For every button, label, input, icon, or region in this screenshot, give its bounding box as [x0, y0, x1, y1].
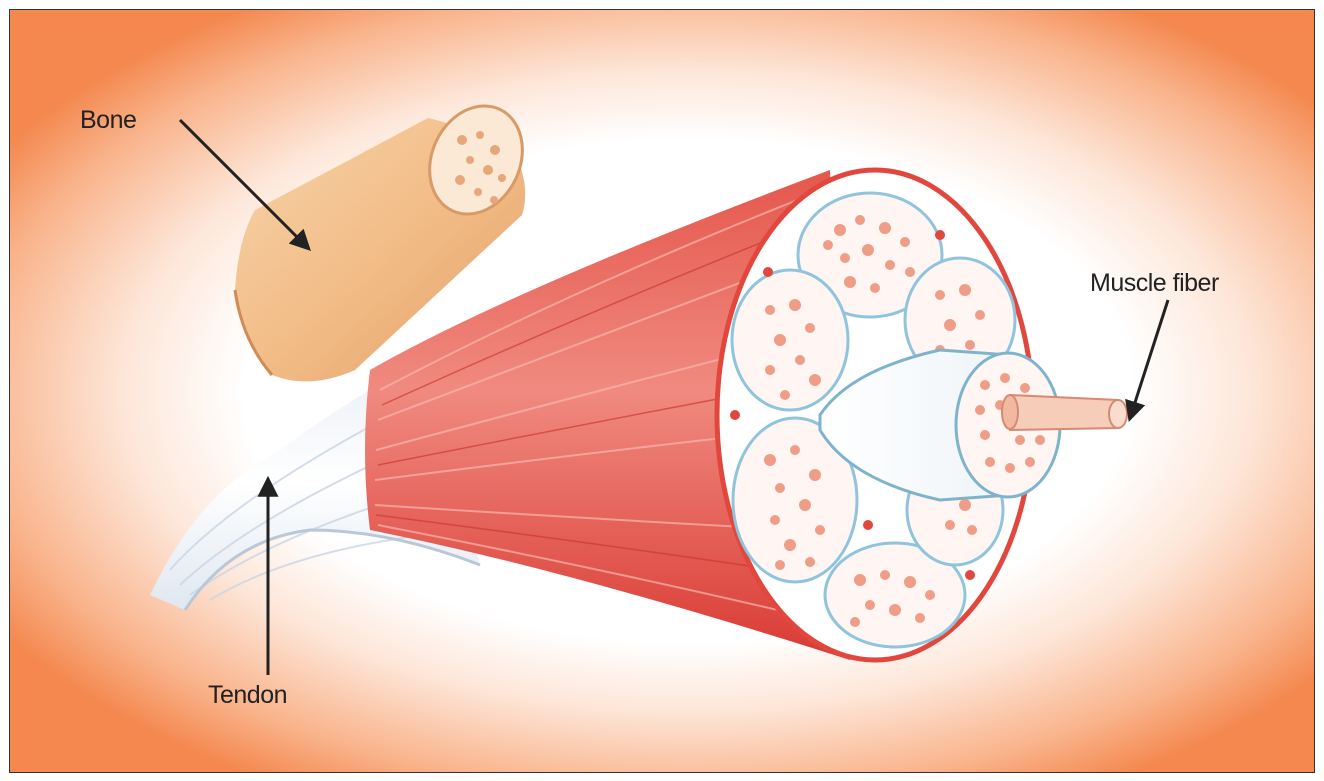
muscle-fiber [1002, 395, 1127, 430]
label-bone: Bone [80, 106, 136, 134]
muscle-fiber-arrow [1130, 300, 1168, 418]
muscle-anatomy-illustration: Bone Tendon Muscle fiber [10, 10, 1314, 772]
muscle-cross-section [717, 170, 1127, 660]
bone-arrow [180, 120, 308, 248]
diagram-frame: Bone Tendon Muscle fiber [9, 9, 1315, 773]
label-muscle-fiber: Muscle fiber [1090, 269, 1219, 297]
label-tendon: Tendon [208, 681, 287, 709]
